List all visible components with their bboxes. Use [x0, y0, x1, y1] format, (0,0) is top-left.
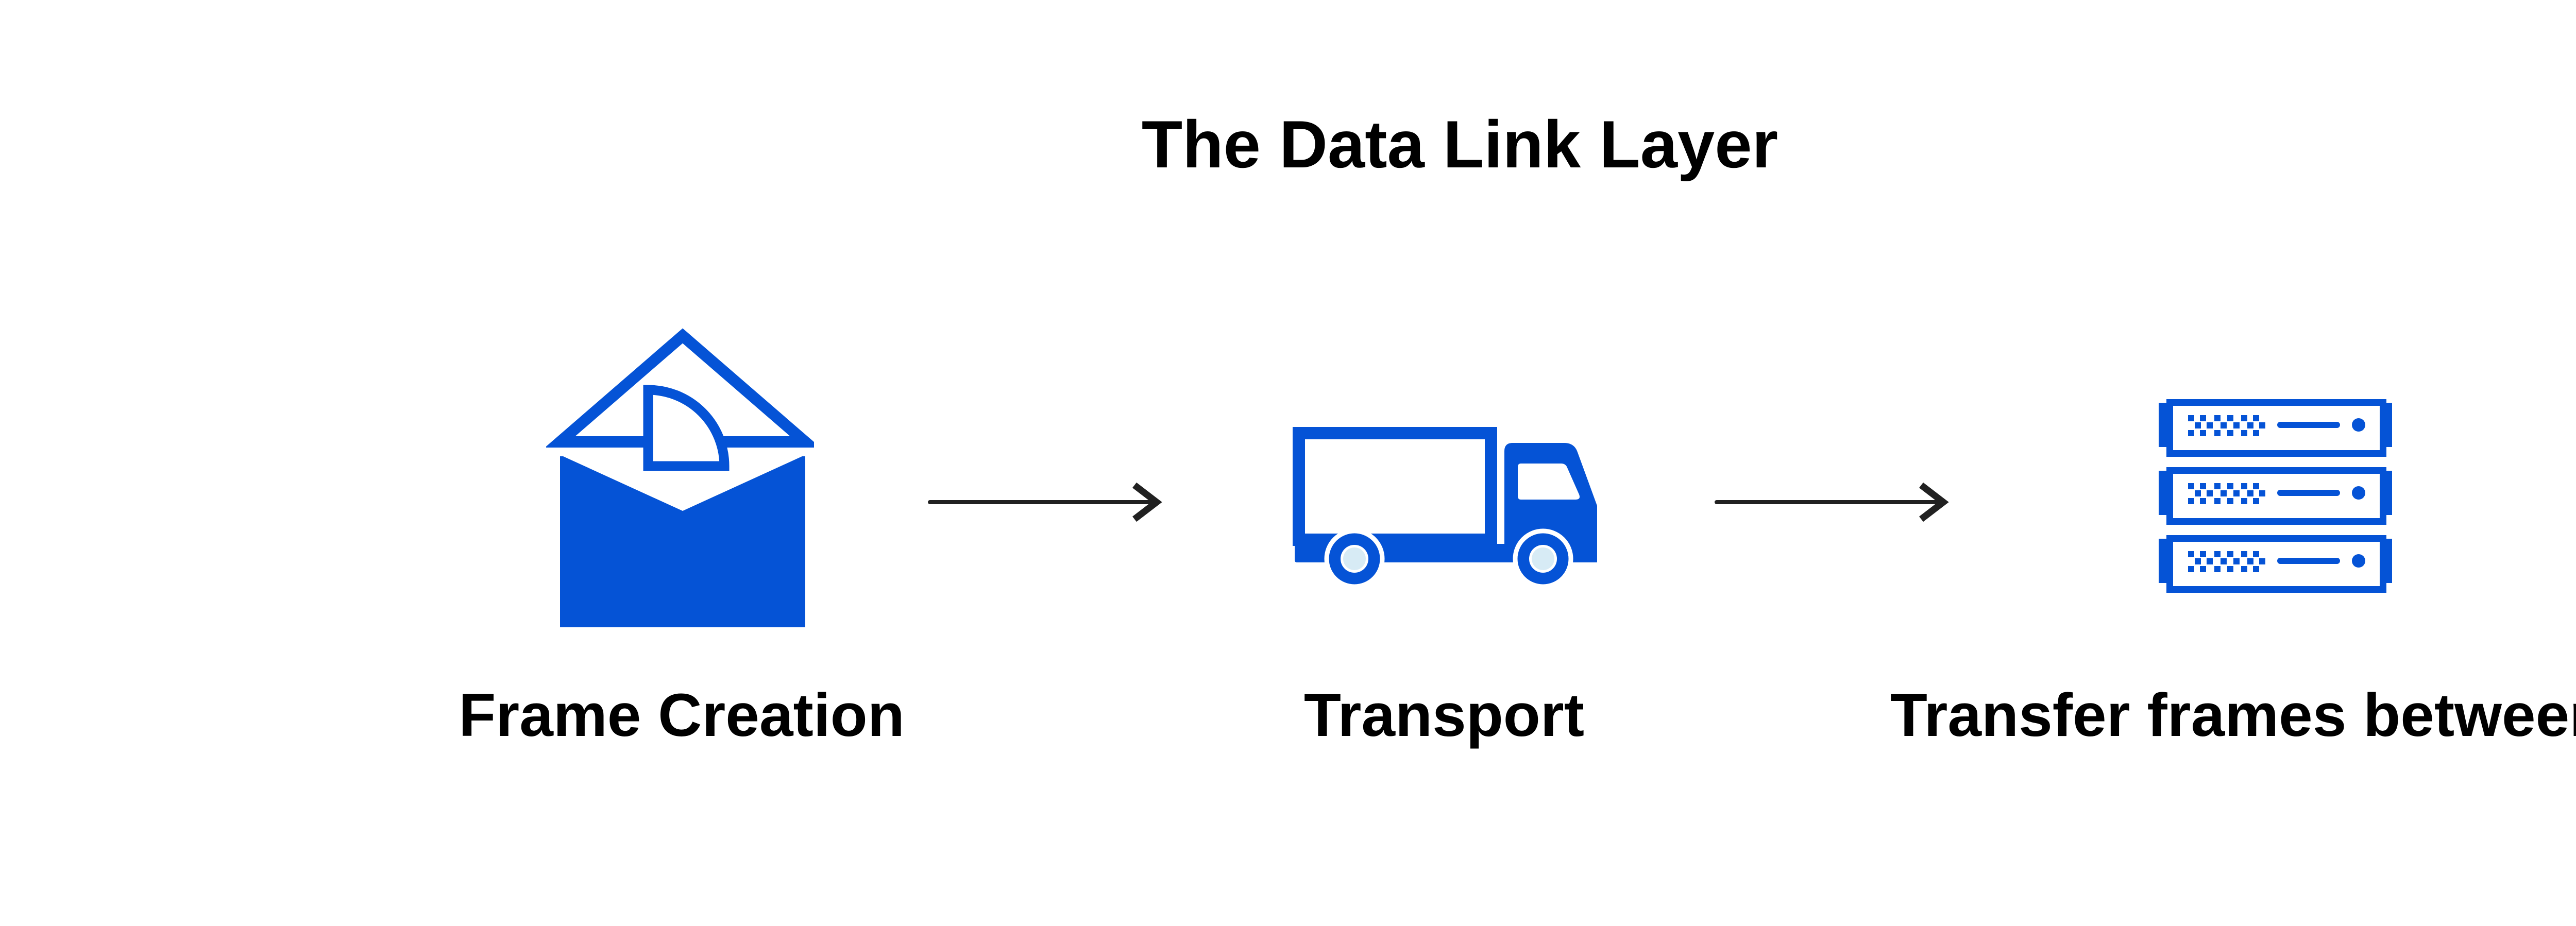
step-label-frame-creation: Frame Creation	[459, 681, 905, 749]
diagram-title: The Data Link Layer	[1141, 107, 1778, 182]
flow-arrow-icon	[928, 482, 1162, 522]
envelope-with-fin-icon	[546, 328, 814, 627]
wheel-icon	[1513, 528, 1573, 589]
wheel-icon	[1324, 528, 1385, 589]
step-label-transport: Transport	[1303, 681, 1585, 749]
delivery-truck-icon	[1293, 427, 1597, 589]
flow-arrow-icon	[1715, 482, 1949, 522]
step-label-transfer-frames: Transfer frames between net	[1890, 681, 2576, 749]
server-stack-icon	[2154, 394, 2398, 600]
